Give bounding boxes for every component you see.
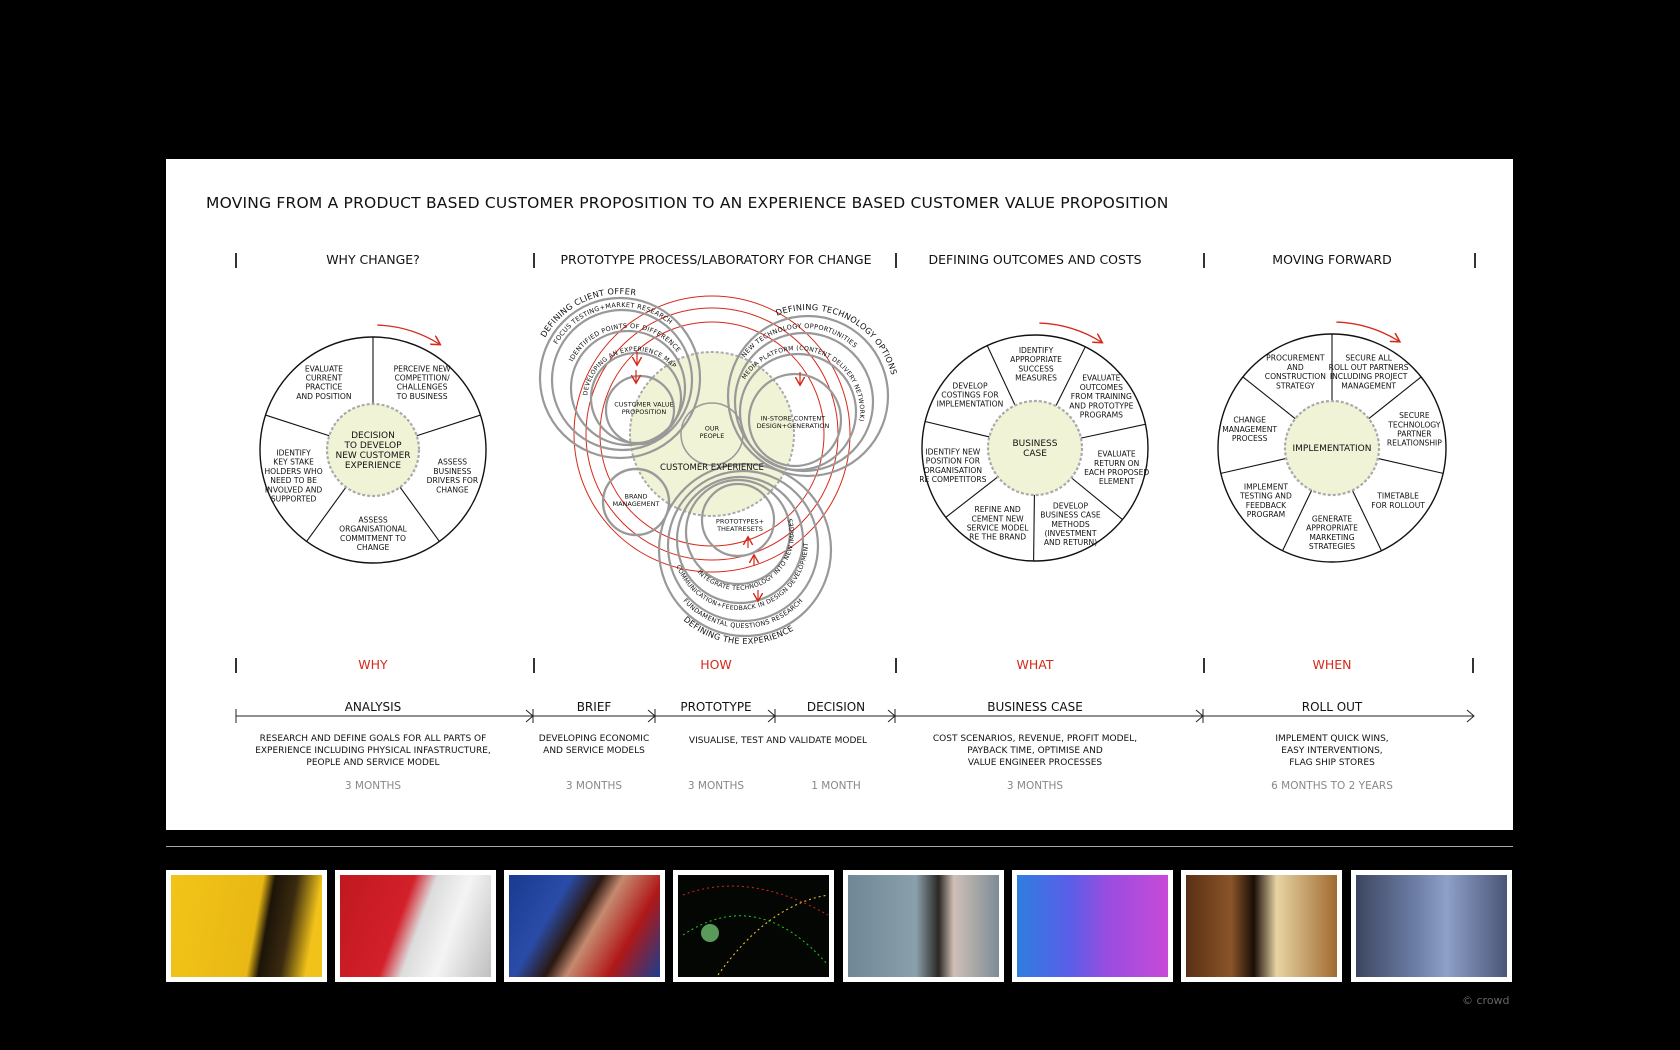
thumbnail-5[interactable] xyxy=(843,870,1004,982)
thumbnail-7[interactable] xyxy=(1181,870,1342,982)
thumbnail-2[interactable] xyxy=(335,870,496,982)
phase-analysis: ANALYSIS xyxy=(344,700,402,714)
header-defining-outcomes: DEFINING OUTCOMES AND COSTS xyxy=(928,252,1142,267)
divider xyxy=(1203,658,1205,673)
phase-brief-duration: 3 MONTHS xyxy=(565,780,623,792)
phase-roll-out: ROLL OUT xyxy=(1301,700,1363,714)
divider xyxy=(1474,253,1476,268)
divider xyxy=(895,658,897,673)
phase-analysis-desc: RESEARCH AND DEFINE GOALS FOR ALL PARTS … xyxy=(255,734,491,768)
divider xyxy=(533,253,535,268)
phase-roll-out-duration: 6 MONTHS TO 2 YEARS xyxy=(1271,780,1393,792)
thumbnail-8[interactable] xyxy=(1351,870,1512,982)
header-prototype-process: PROTOTYPE PROCESS/LABORATORY FOR CHANGE xyxy=(560,252,872,267)
phase-roll-out-desc: IMPLEMENT QUICK WINS, EASY INTERVENTIONS… xyxy=(1275,734,1389,768)
label-what: WHAT xyxy=(1016,657,1054,672)
header-why-change: WHY CHANGE? xyxy=(326,252,420,267)
phase-business-case: BUSINESS CASE xyxy=(987,700,1083,714)
page-title: MOVING FROM A PRODUCT BASED CUSTOMER PRO… xyxy=(206,194,1169,212)
label-why: WHY xyxy=(358,657,388,672)
thumbnail-1[interactable] xyxy=(166,870,327,982)
phase-brief-desc: DEVELOPING ECONOMIC AND SERVICE MODELS xyxy=(538,734,650,756)
divider-line xyxy=(166,846,1513,847)
divider xyxy=(1472,658,1474,673)
phase-prototype: PROTOTYPE xyxy=(680,700,752,714)
phase-decision-duration: 1 MONTH xyxy=(811,780,861,792)
phase-prototype-desc: VISUALISE, TEST AND VALIDATE MODEL xyxy=(688,736,868,746)
phase-decision: DECISION xyxy=(806,700,866,714)
divider xyxy=(895,253,897,268)
label-how: HOW xyxy=(700,657,732,672)
label-when: WHEN xyxy=(1312,657,1352,672)
phase-business-case-desc: COST SCENARIOS, REVENUE, PROFIT MODEL, P… xyxy=(932,734,1138,768)
phase-business-case-duration: 3 MONTHS xyxy=(1006,780,1064,792)
divider xyxy=(235,658,237,673)
header-moving-forward: MOVING FORWARD xyxy=(1272,252,1392,267)
phase-brief: BRIEF xyxy=(576,700,612,714)
divider xyxy=(1203,253,1205,268)
copyright: © crowd xyxy=(1462,994,1510,1007)
divider xyxy=(235,253,237,268)
phase-prototype-duration: 3 MONTHS xyxy=(687,780,745,792)
phase-analysis-duration: 3 MONTHS xyxy=(344,780,402,792)
thumbnail-6[interactable] xyxy=(1012,870,1173,982)
thumbnail-3[interactable] xyxy=(504,870,665,982)
thumbnail-4[interactable] xyxy=(673,870,834,982)
divider xyxy=(533,658,535,673)
